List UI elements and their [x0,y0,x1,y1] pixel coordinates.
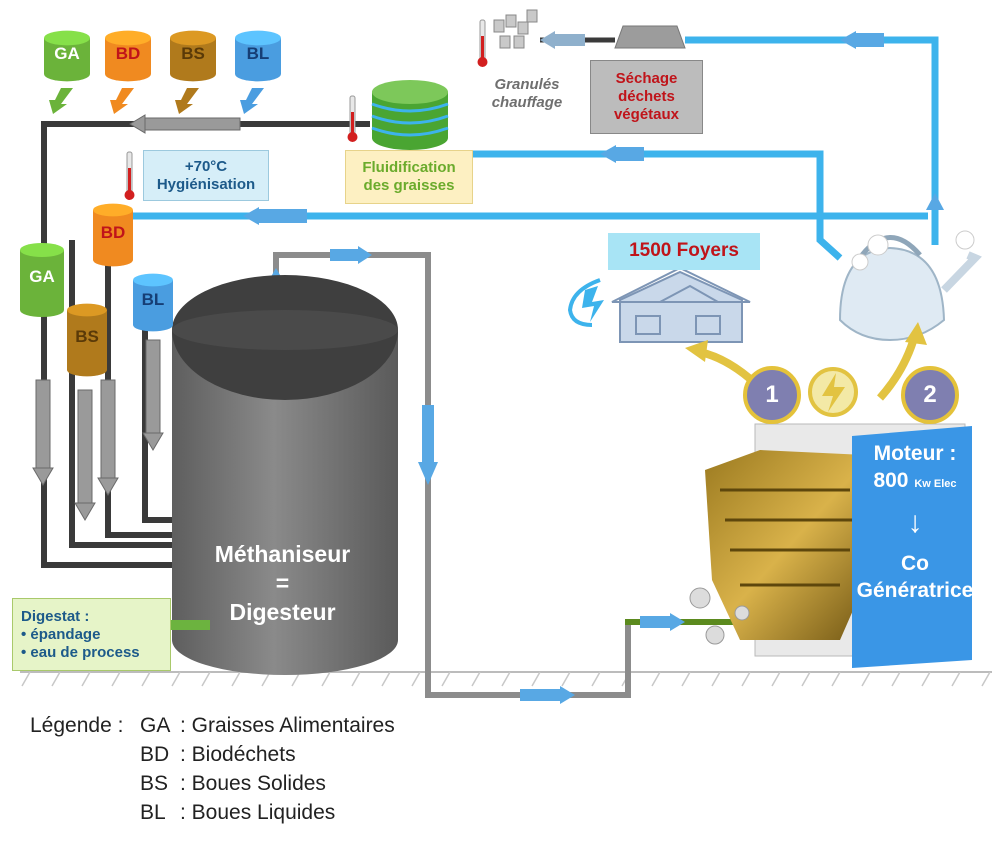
granules-icon [493,9,538,49]
legend-code: GA [140,714,171,737]
moteur-power-value: 800 [873,469,909,493]
legend-desc: : Boues Solides [180,771,326,795]
top-tank-bd [105,30,151,82]
digestat-title: Digestat : [21,607,90,625]
methaniseur-label: Méthaniseur = Digesteur [175,540,390,626]
flow-arrows-blue [243,31,944,225]
step-1-badge: 1 [743,366,801,424]
ground [20,671,992,687]
snowflake-icon [689,587,750,645]
side-tank-bd [93,203,133,267]
legend-desc: : Graisses Alimentaires [180,714,395,737]
moteur-generatrice: Génératrice [856,578,974,602]
side-tank-label: GA [29,267,55,286]
fluidification-label: Fluidification des graisses [345,150,473,204]
fluidification-line1: Fluidification [362,159,456,176]
houses-icon [611,266,751,343]
side-tank-ga [20,242,64,318]
granules-label: Granulés chauffage [472,76,582,112]
top-tank-ga [44,30,90,82]
moteur-label: Moteur : 800 Kw Elec ↓ Co Génératrice [856,440,974,604]
side-tank-label: BL [141,290,165,310]
methaniseur-line1: Méthaniseur [214,541,351,567]
plug-icon [567,278,604,327]
down-arrow-icon [240,88,264,114]
power-arrows [699,333,919,401]
side-tanks [20,203,173,377]
feed-arrows [32,114,241,521]
digestat-label: Digestat : • épandage • eau de process [12,598,171,671]
foyers-label: 1500 Foyers [608,233,760,270]
fluidification-line2: des graisses [363,177,455,194]
sechage-label: Séchage déchets végétaux [590,60,703,134]
granules-line2: chauffage [491,94,563,111]
top-tank-label: BD [115,44,141,64]
moteur-co: Co [901,551,929,575]
moteur-power: 800 Kw Elec [873,467,956,494]
legend-row: BD : Biodéchets [30,741,395,770]
thermometer-icon [124,151,135,200]
down-arrow-icon [110,88,134,114]
legend-code: BS [140,771,169,795]
top-tank-label: BS [181,44,205,64]
power-arrowheads [685,322,927,362]
step-2-badge: 2 [901,366,959,424]
methaniseur-line2: = [275,569,290,596]
legend-row: BS : Boues Solides [30,770,395,799]
legend: Légende : GA : Graisses Alimentaires BD : B… [30,712,395,828]
methaniseur-line3: Digesteur [229,598,336,625]
thermometer-icon [477,19,488,67]
legend-desc: : Biodéchets [180,742,296,766]
top-tank-bl [235,30,281,82]
top-tanks [44,30,281,114]
sechage-line3: végétaux [613,106,680,123]
down-arrow-icon: ↓ [907,505,923,539]
digester-tank [172,275,398,675]
legend-desc: : Boues Liquides [180,800,336,824]
hygienisation-label: +70°C Hygiénisation [143,150,269,201]
moteur-power-unit: Kw Elec [914,478,957,491]
grease-heater-tank [371,80,449,150]
sechage-line1: Séchage [615,70,678,87]
legend-prefix: Légende : [30,714,124,737]
engine-panel [705,423,972,668]
digestat-use-1: • épandage [21,625,101,643]
moteur-title: Moteur : [873,442,957,465]
down-arrow-icon [175,88,199,114]
legend-row: Légende : GA : Graisses Alimentaires [30,712,395,741]
top-tank-bs [170,30,216,82]
side-tank-bl [133,273,173,332]
side-tank-label: BS [75,327,99,346]
hygienisation-text: Hygiénisation [156,175,256,193]
thermometer-icon [347,95,358,142]
legend-code: BL [140,800,166,824]
down-arrow-icon [49,88,73,114]
lightning-icon [808,367,858,417]
hygienisation-temp: +70°C [184,157,228,175]
side-tank-label: BD [100,222,126,242]
top-tank-label: GA [54,44,80,64]
sechage-line2: déchets [618,88,675,105]
dryer-hopper [540,25,686,49]
legend-code: BD [140,742,170,766]
legend-row: BL : Boues Liquides [30,799,395,828]
side-tank-bs [67,303,107,377]
digestat-use-2: • eau de process [21,643,140,661]
top-tank-label: BL [246,44,270,64]
kettle-icon [838,230,982,342]
granules-line1: Granulés [494,76,560,93]
